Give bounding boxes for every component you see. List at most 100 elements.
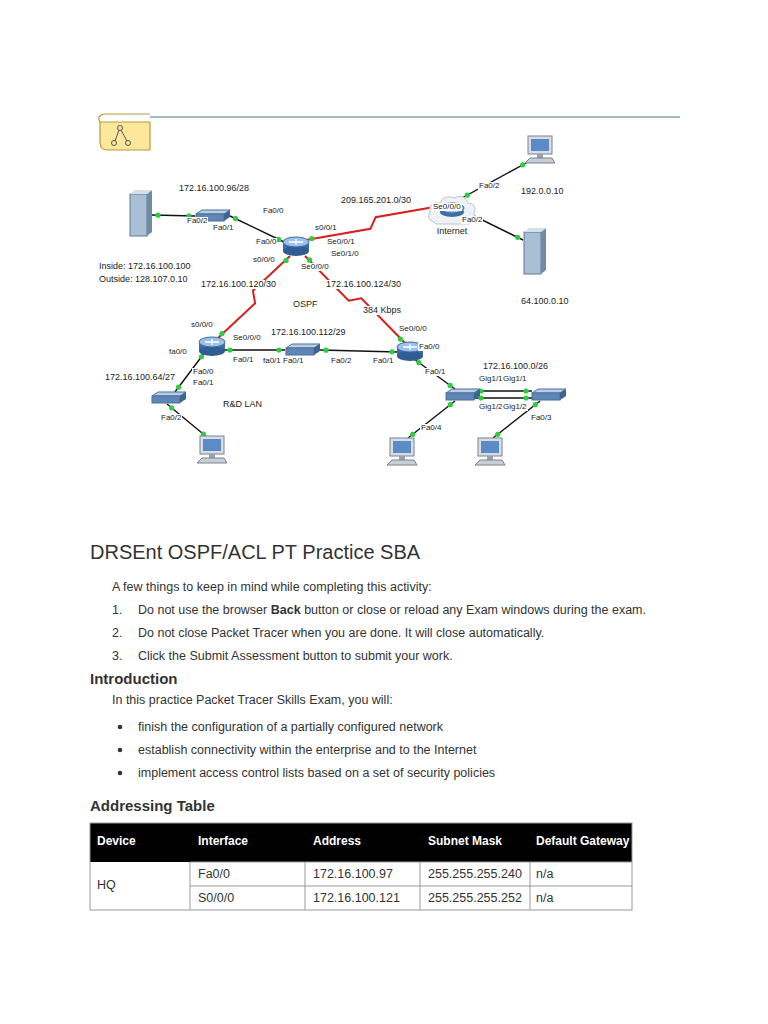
link-light [389, 349, 394, 354]
diagram-label: R&D LAN [222, 400, 263, 409]
router-icon [283, 237, 309, 256]
switch-icon [532, 389, 566, 400]
diagram-label: fa0/1 [262, 357, 282, 365]
diagram-label: 192.0.0.10 [520, 187, 565, 196]
serial-links [218, 206, 440, 343]
body-text: implement access control lists based on … [138, 766, 495, 780]
server-icon [130, 190, 152, 236]
diagram-label: 172.16.100.64/27 [104, 373, 176, 382]
diagram-label: Fa0/1 [232, 356, 254, 364]
pc-icon [475, 438, 505, 465]
table-header [90, 823, 632, 862]
table-cell: 172.16.100.121 [313, 891, 400, 905]
link-light [199, 354, 204, 359]
table-cell: 255.255.255.252 [428, 891, 522, 905]
wire [462, 162, 528, 198]
body-text: Do not close Packet Tracer when you are … [138, 626, 544, 640]
server-icon [524, 228, 546, 274]
switch-icon [152, 392, 186, 403]
diagram-label: 172.16.100.96/28 [178, 184, 250, 193]
body-text: 2. [112, 626, 122, 640]
body-text: Do not use the browser [138, 603, 267, 617]
router-icon [199, 337, 225, 356]
link-light [416, 360, 421, 365]
diagram-label: Outside: 128.107.0.10 [98, 275, 189, 284]
body-text: A few things to keep in mind while compl… [112, 580, 432, 594]
body-text: 3. [112, 649, 122, 663]
diagram-label: s0/0/1 [314, 224, 338, 232]
rule-line [150, 116, 680, 118]
wire [224, 349, 285, 350]
link-light [283, 258, 288, 263]
table-cell: Interface [198, 835, 248, 849]
diagram-label: Fa0/2 [461, 216, 483, 224]
pc-icon [197, 436, 227, 463]
body-text: Back [271, 603, 301, 617]
serial-wire [218, 256, 290, 338]
body-text: Introduction [90, 670, 177, 687]
diagram-label: Se0/0/0 [398, 325, 428, 333]
table-cell: Fa0/0 [198, 867, 230, 881]
body-text: In this practice Packet Tracer Skills Ex… [112, 693, 393, 707]
diagram-label: 172.16.100.0/26 [482, 362, 549, 371]
wire [408, 401, 455, 438]
link-light [323, 348, 328, 353]
diagram-label: Fa0/0 [192, 368, 214, 376]
table-cell: S0/0/0 [198, 891, 234, 905]
table-cell: HQ [97, 878, 116, 892]
ethernet-wires [152, 162, 540, 438]
pc-icon [525, 136, 555, 163]
link-light [448, 402, 453, 407]
diagram-label: Se0/0/1 [326, 238, 356, 246]
diagram-label: Fa0/0 [418, 343, 440, 351]
diagram-label: Se0/1/0 [330, 250, 360, 258]
table-cell: n/a [536, 891, 553, 905]
diagram-label: Gig1/2 [478, 403, 504, 411]
link-light [465, 193, 470, 198]
link-light [155, 213, 160, 218]
wire [414, 359, 455, 389]
diagram-label: Fa0/0 [255, 238, 277, 246]
link-light [307, 257, 312, 262]
table-grid [90, 823, 632, 910]
diagram-label: 172.16.100.124/30 [325, 280, 402, 289]
diagram-label: Fa0/0 [262, 207, 284, 215]
diagram-label: Fa0/2 [330, 357, 352, 365]
body-text: 1. [112, 603, 122, 617]
link-light [523, 395, 528, 400]
pc-icon [387, 438, 417, 465]
diagram-label: fa0/0 [168, 348, 188, 356]
table-cell: Subnet Mask [428, 835, 502, 849]
table-cell: Device [97, 835, 136, 849]
diagram-label: Gig1/1 [502, 375, 528, 383]
diagram-label: Fa0/1 [192, 379, 214, 387]
diagram-label: Fa0/1 [212, 224, 234, 232]
link-light [398, 336, 403, 341]
switch-icon [286, 344, 320, 355]
diagram-label: 172.16.100.112/29 [270, 328, 346, 337]
link-light [495, 432, 500, 437]
diagram-label: s0/0/0 [252, 256, 276, 264]
table-cell: n/a [536, 867, 553, 881]
link-light [515, 235, 520, 240]
link-light [169, 405, 174, 410]
body-text: Addressing Table [90, 797, 215, 814]
diagram-label: Gig1/2 [502, 403, 528, 411]
body-text: establish connectivity within the enterp… [138, 743, 476, 757]
link-light [276, 347, 281, 352]
diagram-label: Fa0/2 [478, 182, 500, 190]
table-cell: 255.255.255.240 [428, 867, 522, 881]
serial-wire [306, 206, 440, 240]
diagram-label: Se0/0/0 [300, 263, 330, 271]
diagram-label: Se0/0/0 [432, 203, 462, 211]
diagram-label: Inside: 172.16.100.100 [98, 262, 192, 271]
diagram-label: Fa0/2 [186, 217, 208, 225]
link-light [233, 216, 238, 221]
diagram-label: Fa0/1 [424, 368, 446, 376]
diagram-label: s0/0/0 [190, 321, 214, 329]
diagram-label: OSPF [292, 300, 319, 309]
diagram-label: 209.165.201.0/30 [340, 196, 412, 205]
bullet-dots [118, 725, 123, 776]
table-cell: Default Gateway [536, 835, 629, 849]
link-lights [155, 162, 537, 437]
